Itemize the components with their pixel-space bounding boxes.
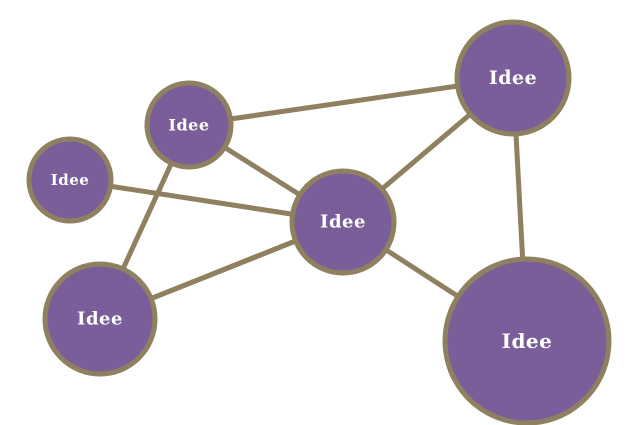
idea-node-circle: [144, 80, 234, 170]
idea-node-label: Idee: [168, 116, 209, 135]
idea-node-circle: [454, 19, 572, 137]
idea-node-circle: [442, 256, 612, 425]
idea-node-label: Idee: [320, 212, 366, 233]
idea-node-label: Idee: [502, 329, 553, 353]
idea-node-6: Idee: [42, 261, 158, 377]
idea-node-label: Idee: [489, 67, 537, 89]
idea-node-2: Idee: [144, 80, 234, 170]
idea-node-5: Idee: [442, 256, 612, 425]
idea-node-circle: [289, 168, 397, 276]
idea-node-label: Idee: [51, 171, 90, 189]
idea-node-circle: [42, 261, 158, 377]
idea-node-circle: [26, 136, 114, 224]
idea-node-label: Idee: [77, 309, 123, 330]
idea-node-3: Idee: [26, 136, 114, 224]
idea-node-1: Idee: [454, 19, 572, 137]
idea-node-4: Idee: [289, 168, 397, 276]
